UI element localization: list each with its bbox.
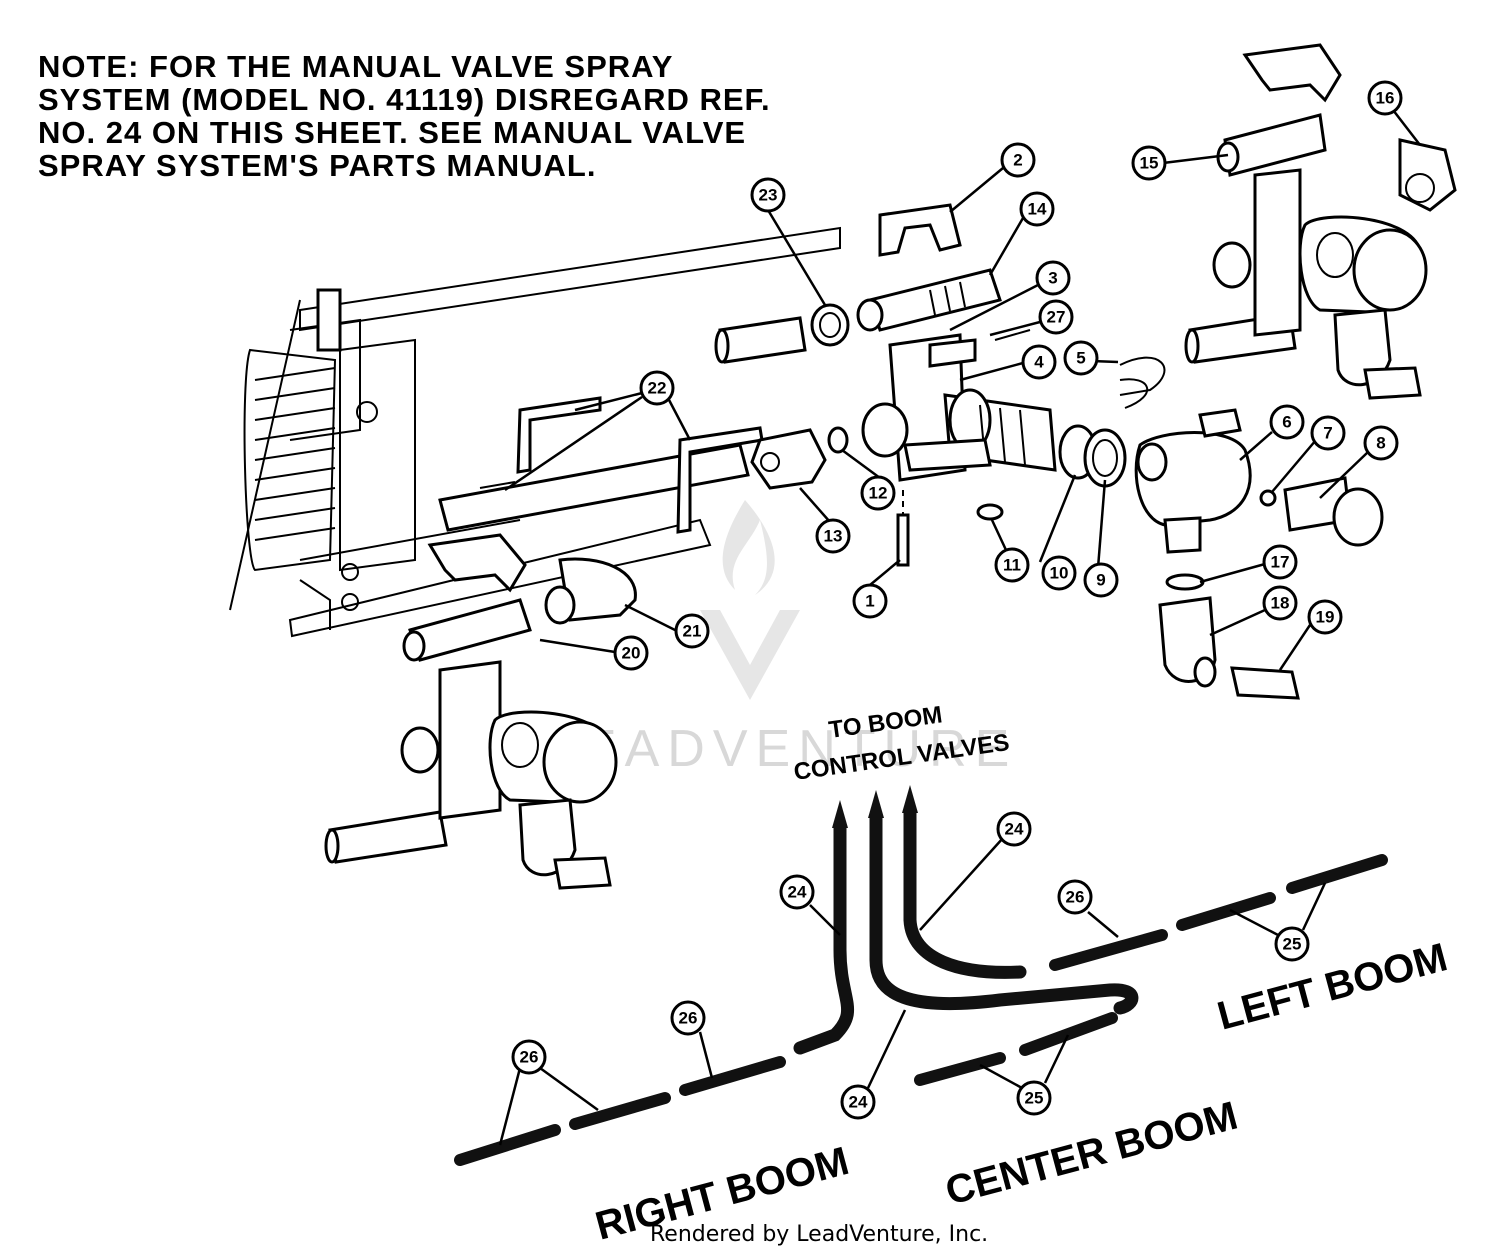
svg-text:22: 22	[648, 379, 667, 398]
callout-4: 4	[1021, 344, 1057, 380]
svg-text:16: 16	[1376, 89, 1395, 108]
svg-text:26: 26	[520, 1048, 539, 1067]
watermark: LEADVENTURE	[545, 500, 1017, 778]
callout-13: 13	[815, 518, 851, 554]
callout-26b: 26	[670, 1000, 706, 1036]
svg-text:6: 6	[1282, 413, 1291, 432]
callout-7: 7	[1310, 415, 1346, 451]
svg-text:11: 11	[1003, 556, 1021, 575]
svg-text:24: 24	[849, 1093, 868, 1112]
callout-2: 2	[1000, 142, 1036, 178]
svg-text:10: 10	[1050, 564, 1069, 583]
svg-text:24: 24	[788, 883, 807, 902]
center-boom-label: CENTER BOOM	[941, 1094, 1242, 1214]
callout-17: 17	[1262, 544, 1298, 580]
svg-text:8: 8	[1376, 434, 1385, 453]
svg-text:25: 25	[1025, 1089, 1044, 1108]
callout-6: 6	[1269, 404, 1305, 440]
left-boom-label: LEFT BOOM	[1213, 935, 1452, 1038]
svg-text:5: 5	[1076, 349, 1085, 368]
footer-credit: Rendered by LeadVenture, Inc.	[650, 1222, 989, 1247]
callout-1: 1	[852, 583, 888, 619]
svg-text:17: 17	[1271, 553, 1290, 572]
callout-11: 11	[994, 547, 1030, 583]
seals	[1058, 424, 1127, 488]
svg-text:4: 4	[1034, 353, 1044, 372]
callout-14: 14	[1019, 191, 1055, 227]
callout-26c: 26	[511, 1039, 547, 1075]
callout-24c: 24	[840, 1084, 876, 1120]
svg-text:15: 15	[1140, 154, 1159, 173]
tube-segments	[324, 312, 1297, 864]
svg-text:9: 9	[1096, 571, 1105, 590]
svg-text:19: 19	[1316, 608, 1335, 627]
callout-21: 21	[674, 613, 710, 649]
note-line: SYSTEM (MODEL NO. 41119) DISREGARD REF.	[38, 82, 771, 117]
clip	[1119, 356, 1166, 409]
hose-clamp	[810, 303, 850, 347]
right-valve-assembly	[1212, 43, 1457, 400]
center-clip-and-fitting	[856, 203, 1002, 332]
callout-16: 16	[1367, 80, 1403, 116]
boom-frame	[229, 226, 841, 638]
callout-15: 15	[1131, 145, 1167, 181]
callout-24a: 24	[996, 811, 1032, 847]
svg-text:25: 25	[1283, 935, 1302, 954]
note-line: NO. 24 ON THIS SHEET. SEE MANUAL VALVE	[38, 115, 747, 150]
svg-text:27: 27	[1047, 308, 1066, 327]
svg-text:13: 13	[824, 527, 843, 546]
brackets	[479, 396, 764, 534]
callout-24b: 24	[779, 874, 815, 910]
callout-23: 23	[750, 177, 786, 213]
note-line: NOTE: FOR THE MANUAL VALVE SPRAY	[38, 49, 674, 84]
svg-text:18: 18	[1271, 594, 1290, 613]
svg-text:23: 23	[759, 186, 778, 205]
washer	[976, 503, 1004, 521]
callout-9: 9	[1083, 562, 1119, 598]
callout-18: 18	[1262, 585, 1298, 621]
callout-20: 20	[613, 635, 649, 671]
left-valve-assembly	[400, 533, 637, 890]
svg-text:1: 1	[865, 592, 874, 611]
callout-27: 27	[1038, 299, 1074, 335]
callout-8: 8	[1363, 425, 1399, 461]
svg-text:26: 26	[1066, 888, 1085, 907]
note-line: SPRAY SYSTEM'S PARTS MANUAL.	[38, 148, 597, 183]
svg-text:3: 3	[1048, 269, 1057, 288]
callout-10: 10	[1041, 555, 1077, 591]
note-text: NOTE: FOR THE MANUAL VALVE SPRAY SYSTEM …	[38, 50, 778, 182]
svg-text:14: 14	[1028, 200, 1047, 219]
svg-text:7: 7	[1323, 424, 1332, 443]
svg-text:26: 26	[679, 1009, 698, 1028]
callout-22: 22	[639, 370, 675, 406]
callout-3: 3	[1035, 260, 1071, 296]
svg-text:24: 24	[1005, 820, 1024, 839]
svg-text:20: 20	[622, 644, 641, 663]
outlet-body-assembly	[1134, 408, 1384, 700]
svg-text:2: 2	[1013, 151, 1022, 170]
svg-text:12: 12	[869, 484, 888, 503]
watermark-text: LEADVENTURE	[545, 720, 1017, 778]
callout-25b: 25	[1016, 1080, 1052, 1116]
main-valve-assembly	[861, 329, 1057, 567]
boom-lines	[454, 854, 1388, 1166]
callout-26a: 26	[1057, 879, 1093, 915]
callout-19: 19	[1307, 599, 1343, 635]
svg-text:21: 21	[683, 622, 702, 641]
boom-hoses	[793, 785, 1139, 1055]
nozzle-nut	[750, 426, 849, 490]
leader-lines	[498, 109, 1421, 1146]
callout-25a: 25	[1274, 926, 1310, 962]
callout-5: 5	[1063, 340, 1099, 376]
callout-12: 12	[860, 475, 896, 511]
